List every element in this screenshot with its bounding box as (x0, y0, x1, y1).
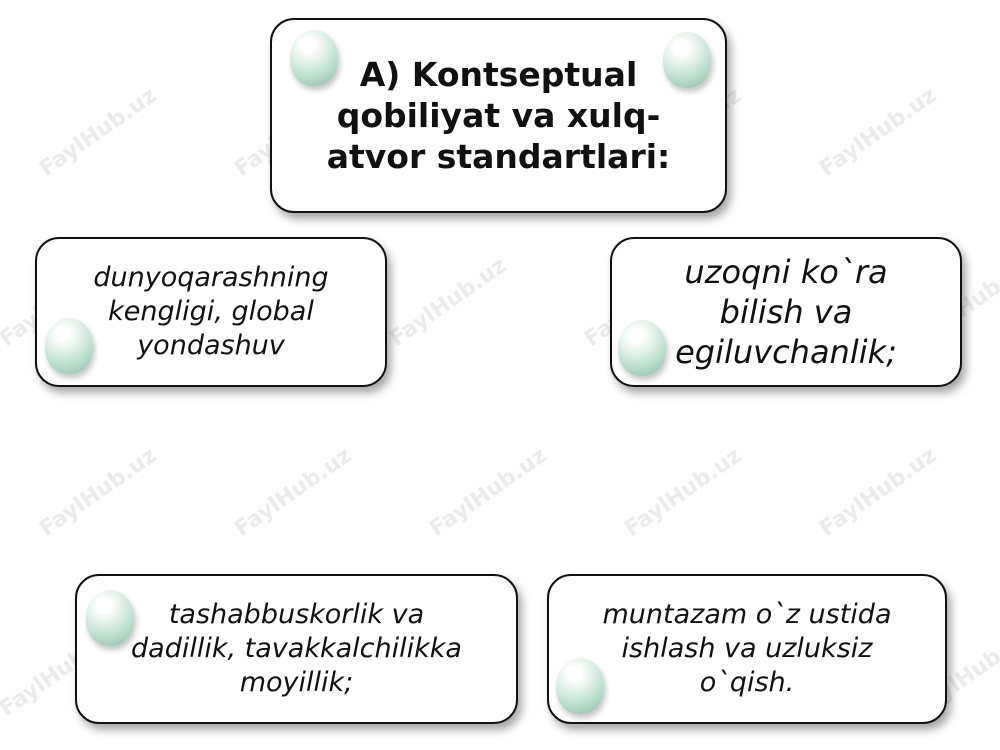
watermark-text: FaylHub.uz (620, 443, 747, 542)
standard-box-self-learning: muntazam o`z ustida ishlash va uzluksiz … (547, 574, 947, 724)
title-box: A) Kontseptual qobiliyat va xulq- atvor … (270, 18, 727, 213)
standard-box-initiative: tashabbuskorlik va dadillik, tavakkalchi… (75, 574, 518, 724)
box-line: uzoqni ko`ra (684, 253, 888, 291)
watermark-text: FaylHub.uz (385, 253, 512, 352)
box-text: dunyoqarashning kengligi, global yondash… (93, 261, 328, 362)
box-line: dunyoqarashning (93, 262, 329, 294)
title-line-1: A) Kontseptual (359, 54, 638, 94)
box-text: uzoqni ko`ra bilish va egiluvchanlik; (675, 252, 897, 372)
standard-box-worldview: dunyoqarashning kengligi, global yondash… (35, 237, 387, 387)
watermark-text: FaylHub.uz (425, 443, 552, 542)
box-line: kengligi, global (108, 296, 314, 328)
box-line: o`qish. (699, 666, 795, 698)
box-line: bilish va (719, 293, 853, 331)
title-line-3: atvor standartlari: (326, 137, 671, 177)
box-line: egiluvchanlik; (675, 333, 897, 371)
watermark-text: FaylHub.uz (35, 443, 162, 542)
title-text: A) Kontseptual qobiliyat va xulq- atvor … (327, 54, 670, 178)
watermark-text: FaylHub.uz (35, 83, 162, 182)
box-line: yondashuv (137, 329, 285, 361)
watermark-text: FaylHub.uz (815, 83, 942, 182)
watermark-text: FaylHub.uz (230, 443, 357, 542)
title-line-2: qobiliyat va xulq- (336, 95, 661, 135)
box-line: ishlash va uzluksiz (621, 633, 873, 665)
watermark-text: FaylHub.uz (815, 443, 942, 542)
standard-box-foresight: uzoqni ko`ra bilish va egiluvchanlik; (610, 237, 962, 387)
box-text: tashabbuskorlik va dadillik, tavakkalchi… (131, 598, 462, 699)
box-line: tashabbuskorlik va (168, 599, 425, 631)
box-line: dadillik, tavakkalchilikka (131, 633, 462, 665)
box-line: muntazam o`z ustida (602, 599, 892, 631)
box-text: muntazam o`z ustida ishlash va uzluksiz … (603, 598, 892, 699)
box-line: moyillik; (239, 666, 354, 698)
